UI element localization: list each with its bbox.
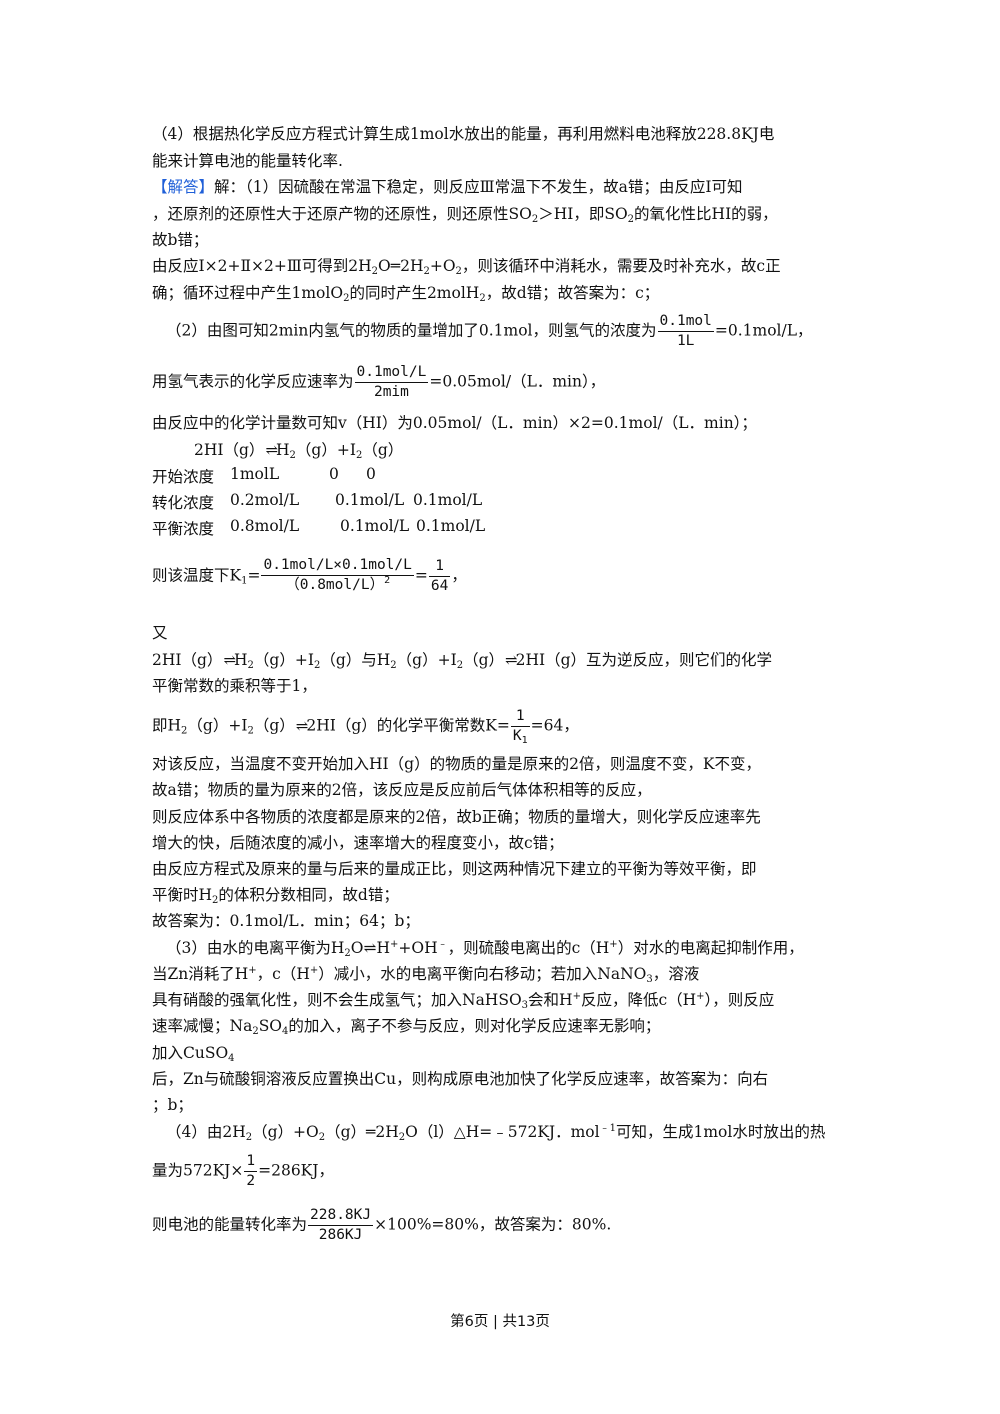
answer-line: 由反应中的化学计量数可知v（HI）为0.05mol/（L．min）×2=0.1m… [152,414,757,432]
answer-line: 故b错； [152,231,209,249]
answer-line: 故答案为：0.1mol/L．min；64；b； [152,912,420,930]
answer-line: 故a错；物质的量为原来的2倍，该反应是反应前后气体体积相等的反应， [152,781,652,799]
answer-line: 由反应方程式及原来的量与后来的量成正比，则这两种情况下建立的平衡为等效平衡，即 [152,860,757,878]
equilibrium-arrow-icon: ⇌ [265,441,277,459]
answer-line: 由反应Ⅰ×2+Ⅱ×2+Ⅲ可得到2H2O═2H2+O2，则该循环中消耗水，需要及时… [152,257,781,277]
answer-line: 后，Zn与硫酸铜溶液反应置换出Cu，则构成原电池加快了化学反应速率，故答案为：向… [152,1070,769,1088]
answer-line: 2HI（g）⇌H2（g）+I2（g）与H2（g）+I2（g）⇌2HI（g）互为逆… [152,651,773,671]
fraction: 0.1mol/L×0.1mol/L（0.8mol/L）2 [261,557,414,593]
answer-line: 当Zn消耗了H+，c（H+）减小，水的电离平衡向右移动；若加入NaNO3，溶液 [152,965,700,985]
answer-line: （3）由水的电离平衡为H2O⇌H++OH﹣，则硫酸电离出的c（H+）对水的电离起… [166,939,804,959]
equilibrium-arrow-icon: ⇌ [505,651,517,669]
answer-line: 【解答】解：（1）因硫酸在常温下稳定，则反应Ⅲ常温下不发生，故a错；由反应Ⅰ可知 [152,178,743,196]
answer-line: 具有硝酸的强氧化性，则不会生成氢气；加入NaHSO3会和H+反应，降低c（H+）… [152,991,775,1011]
equation-line: 2HI（g）⇌H2（g）+I2（g） [194,441,404,461]
answer-line: 则反应体系中各物质的浓度都是原来的2倍，故b正确；物质的量增大，则化学反应速率先 [152,808,761,826]
answer-line: 确；循环过程中产生1molO2的同时产生2molH2，故d错；故答案为：c； [152,284,660,304]
answer-line: 加入CuSO4 [152,1044,235,1064]
equilibrium-arrow-icon: ⇌ [223,651,235,669]
equilibrium-arrow-icon: ⇌ [295,716,308,735]
answer-line: 平衡时H2的体积分数相同，故d错； [152,886,399,906]
hint-line: （4）根据热化学反应方程式计算生成1mol水放出的能量，再利用燃料电池释放228… [152,125,775,143]
page-footer: 第6页 | 共13页 [450,1314,550,1330]
answer-line: 增大的快，后随浓度的减小，速率增大的程度变小，故c错； [152,834,564,852]
answer-line: （4）由2H2（g）+O2（g）═2H2O（l）△H=﹣572KJ．mol﹣1可… [166,1123,826,1143]
hint-line: 能来计算电池的能量转化率. [152,152,343,170]
answer-line: ，还原剂的还原性大于还原产物的还原性，则还原性SO2＞HI，即SO2的氧化性比H… [152,205,778,225]
answer-line: 对该反应，当温度不变开始加入HI（g）的物质的量是原来的2倍，则温度不变，K不变… [152,755,762,773]
answer-line: 速率减慢；Na2SO4的加入，离子不参与反应，则对化学反应速率无影响； [152,1017,661,1037]
answer-line: 又 [152,624,168,642]
answer-line: ；b； [152,1096,193,1114]
answer-tag: 【解答】 [152,178,215,196]
answer-line: 平衡常数的乘积等于1， [152,677,317,695]
